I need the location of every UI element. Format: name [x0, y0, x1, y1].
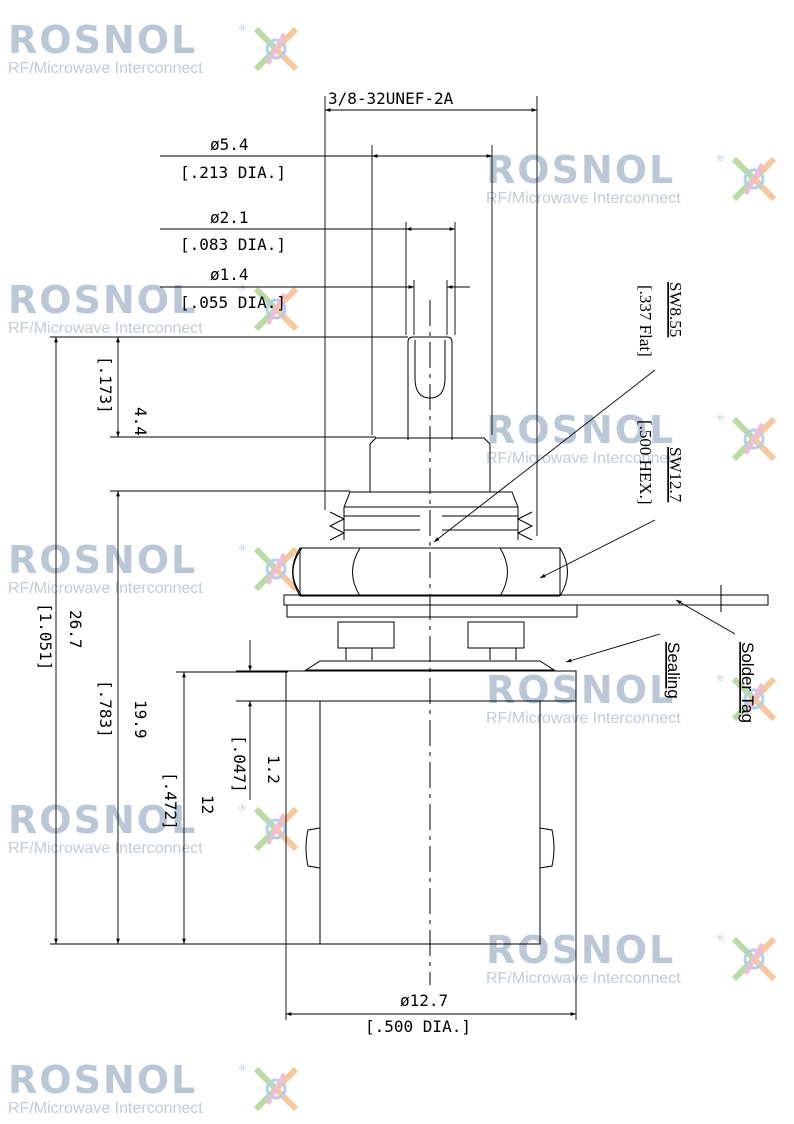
sealing-ring [304, 660, 556, 671]
thread-spec-label: 3/8-32UNEF-2A [328, 89, 454, 108]
watermark-tagline: RF/Microwave Interconnect [486, 710, 681, 727]
length-26-7-label: 26.7 [66, 610, 85, 649]
watermark-brand: ROSNOL [486, 408, 676, 452]
rosnol-logo-icon [253, 26, 299, 72]
rosnol-logo-icon [253, 806, 299, 852]
length-4-4-label: 4.4 [131, 407, 150, 436]
watermark-registered: ® [716, 934, 725, 944]
watermark-logo: ROSNOL ® RF/Microwave Interconnect [486, 928, 786, 994]
length-12-label: 12 [198, 795, 217, 814]
rosnol-logo-icon [731, 936, 777, 982]
diameter-1-4-inch-label: [.055 DIA.] [180, 293, 286, 312]
watermark-tagline: RF/Microwave Interconnect [8, 60, 203, 77]
watermark-brand: ROSNOL [8, 1058, 198, 1102]
watermark-registered: ® [238, 284, 247, 294]
watermark-brand: ROSNOL [486, 668, 676, 712]
watermark-logo: ROSNOL ® RF/Microwave Interconnect [486, 148, 786, 214]
watermark-registered: ® [238, 544, 247, 554]
watermark-logo: ROSNOL ® RF/Microwave Interconnect [486, 408, 786, 474]
sw855-label: SW8.55 [666, 282, 685, 337]
solder-tag-label: Solder Tag [738, 642, 757, 723]
length-12-inch-label: [.472] [161, 772, 180, 830]
insulator-step [369, 437, 491, 492]
diameter-5-4-inch-label: [.213 DIA.] [180, 163, 286, 182]
watermark-registered: ® [716, 154, 725, 164]
diameter-12-7-label: ø12.7 [400, 991, 448, 1010]
watermark-registered: ® [238, 804, 247, 814]
sw855-inch-label: [.337 Flat] [636, 285, 655, 357]
leader-lines [433, 369, 736, 663]
rosnol-logo-icon [253, 286, 299, 332]
diameter-2-1-inch-label: [.083 DIA.] [180, 235, 286, 254]
length-26-7-inch-label: [1.051] [36, 603, 55, 670]
watermark-brand: ROSNOL [8, 18, 198, 62]
watermark-tagline: RF/Microwave Interconnect [8, 320, 203, 337]
length-19-9-label: 19.9 [131, 700, 150, 739]
dimension-lines [54, 108, 576, 1016]
watermark-brand: ROSNOL [8, 538, 198, 582]
length-1-2-label: 1.2 [264, 755, 283, 784]
rosnol-logo-icon [253, 546, 299, 592]
watermark-tagline: RF/Microwave Interconnect [8, 1100, 203, 1117]
watermark-brand: ROSNOL [8, 798, 198, 842]
diameter-1-4-label: ø1.4 [210, 265, 249, 284]
watermark-logo: ROSNOL ® RF/Microwave Interconnect [8, 278, 308, 344]
hex-nut [292, 547, 568, 597]
contact-pin [407, 336, 453, 440]
solder-tag-plate [283, 585, 769, 618]
watermark-brand: ROSNOL [8, 278, 198, 322]
length-4-4-inch-label: [.173] [96, 356, 115, 414]
threaded-body [328, 491, 534, 541]
sw127-label: SW12.7 [666, 447, 685, 503]
watermark-tagline: RF/Microwave Interconnect [486, 450, 681, 467]
length-19-9-inch-label: [.783] [96, 680, 115, 738]
watermark-tagline: RF/Microwave Interconnect [486, 190, 681, 207]
diameter-12-7-inch-label: [.500 DIA.] [365, 1017, 471, 1036]
watermark-registered: ® [716, 674, 725, 684]
watermark-brand: ROSNOL [486, 928, 676, 972]
watermark-registered: ® [238, 24, 247, 34]
sealing-label: Sealing [664, 642, 683, 699]
sw127-inch-label: [.500 HEX.] [636, 420, 655, 505]
watermark-registered: ® [238, 1064, 247, 1074]
watermark-logo: ROSNOL ® RF/Microwave Interconnect [8, 18, 308, 84]
rosnol-logo-icon [731, 676, 777, 722]
rosnol-logo-icon [731, 416, 777, 462]
terminals [337, 621, 525, 660]
diameter-2-1-label: ø2.1 [210, 208, 249, 227]
rosnol-logo-icon [253, 1066, 299, 1112]
watermark-brand: ROSNOL [486, 148, 676, 192]
extension-lines [50, 96, 577, 1020]
watermark-logo: ROSNOL ® RF/Microwave Interconnect [486, 668, 786, 734]
watermark-logo: ROSNOL ® RF/Microwave Interconnect [8, 1058, 308, 1124]
watermark-logo: ROSNOL ® RF/Microwave Interconnect [8, 538, 308, 604]
rosnol-logo-icon [731, 156, 777, 202]
length-1-2-inch-label: [.047] [230, 735, 249, 793]
diameter-5-4-label: ø5.4 [210, 135, 249, 154]
rear-body [285, 670, 577, 945]
watermark-tagline: RF/Microwave Interconnect [486, 970, 681, 987]
watermark-registered: ® [716, 414, 725, 424]
